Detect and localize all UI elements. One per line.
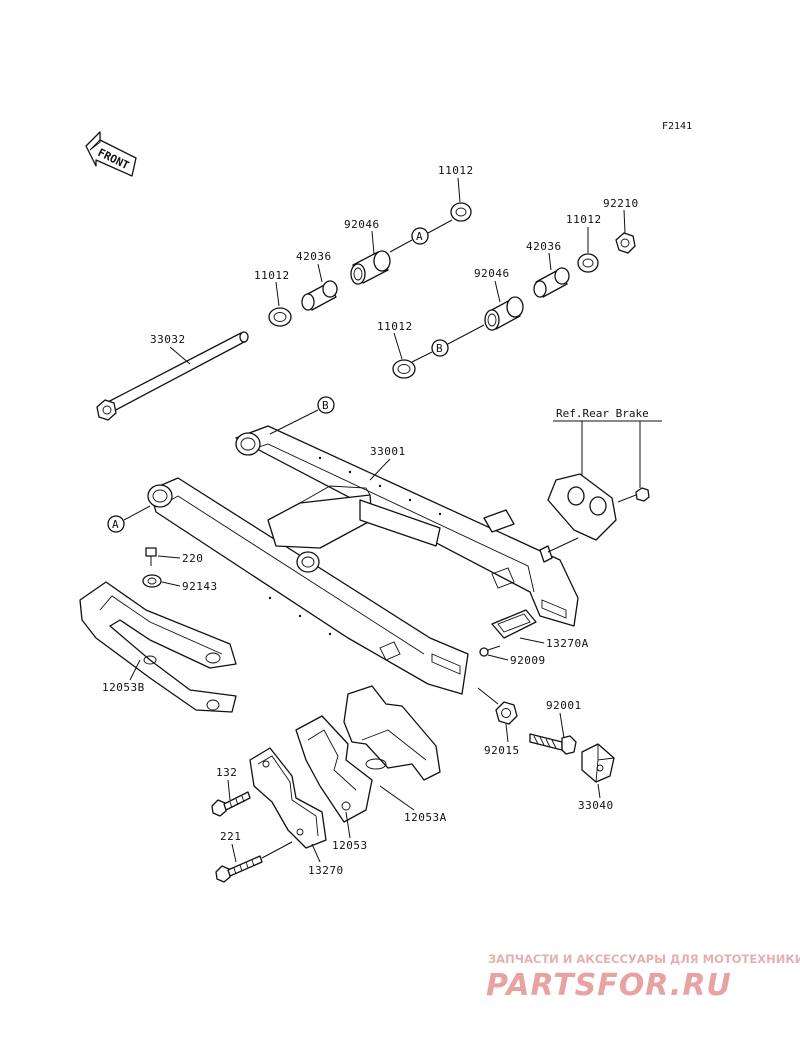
leader-92001 [559, 712, 565, 739]
label-11012-d: 11012 [377, 320, 413, 333]
oil-seal-top [450, 202, 472, 222]
leader-92015-axis [477, 687, 499, 705]
label-11012-a: 11012 [254, 269, 290, 282]
label-221: 221 [220, 830, 241, 843]
label-13270: 13270 [308, 864, 344, 877]
label-92210: 92210 [603, 197, 639, 210]
label-92009: 92009 [510, 654, 546, 667]
leader-42036-a [317, 263, 323, 283]
leader-92210 [623, 209, 626, 234]
label-92046-a: 92046 [344, 218, 380, 231]
leader-12053b [129, 659, 141, 681]
plate-13270a [491, 609, 537, 639]
oil-seal-left [268, 307, 292, 327]
needle-bearing-left [350, 250, 391, 285]
leader-42036-b [548, 252, 552, 271]
label-33032: 33032 [150, 333, 186, 346]
leader-220 [157, 555, 181, 559]
chain-guide-12053 [295, 715, 373, 823]
label-92015: 92015 [484, 744, 520, 757]
callout-b-arm-label: B [322, 399, 329, 412]
callout-a-top-label: A [416, 230, 423, 243]
sleeve-right [533, 267, 570, 298]
leader-33040 [597, 783, 601, 799]
pivot-shaft [96, 331, 249, 421]
leader-11012-b [457, 177, 461, 203]
bolt-132 [211, 791, 251, 817]
label-12053a: 12053A [404, 811, 447, 824]
swingarm [147, 425, 579, 695]
label-42036-b: 42036 [526, 240, 562, 253]
leader-13270 [311, 843, 321, 863]
callout-a-arm-label: A [112, 518, 119, 531]
watermark-logo: PARTSFOR.RU [486, 968, 732, 1003]
callout-b-arm: B [317, 396, 335, 414]
leader-221-axis [261, 841, 293, 859]
leader-callout-a-top [389, 239, 413, 253]
bolt-220 [145, 547, 157, 566]
sleeve-left [301, 280, 338, 311]
label-33040: 33040 [578, 799, 614, 812]
callout-b-mid: B [431, 339, 449, 357]
callout-b-mid-label: B [436, 342, 443, 355]
leader-92009 [487, 654, 509, 661]
leader-11012-d [393, 332, 403, 360]
collar-92143 [142, 574, 162, 588]
guide-plate-13270 [249, 747, 327, 849]
leader-callout-b-arm [269, 409, 319, 435]
leader-callout-a-arm [123, 505, 151, 521]
label-220: 220 [182, 552, 203, 565]
label-92143: 92143 [182, 580, 218, 593]
leader-221 [231, 843, 237, 863]
label-33001: 33001 [370, 445, 406, 458]
needle-bearing-right [484, 296, 524, 331]
leader-92143 [161, 581, 181, 587]
front-arrow-icon: FRONT [85, 131, 137, 177]
callout-a-top: A [411, 227, 429, 245]
chain-slider-12053b [79, 581, 237, 713]
leader-callout-b-mid-2 [411, 351, 433, 363]
label-132: 132 [216, 766, 237, 779]
nut-92015 [495, 701, 518, 725]
ref-rear-brake-label: Ref.Rear Brake [556, 407, 649, 420]
label-92046-b: 92046 [474, 267, 510, 280]
leader-33032 [169, 346, 191, 365]
label-92001: 92001 [546, 699, 582, 712]
label-12053b: 12053B [102, 681, 145, 694]
chain-guide-12053a [343, 685, 441, 781]
leader-92046-b [494, 280, 501, 303]
bolt-92001 [529, 733, 577, 755]
figure-code: F2141 [662, 121, 692, 132]
ref-line-bracket [547, 537, 579, 553]
leader-12053a [379, 785, 415, 811]
leader-33001 [369, 458, 391, 481]
callout-a-arm: A [107, 515, 125, 533]
bolt-221 [215, 855, 263, 883]
leader-92015 [505, 723, 509, 743]
leader-132 [227, 779, 231, 801]
chain-adjuster-33040 [581, 743, 615, 783]
rear-brake-bracket [547, 473, 650, 541]
label-11012-b: 11012 [438, 164, 474, 177]
leader-92046-a [371, 230, 375, 255]
label-42036-a: 42036 [296, 250, 332, 263]
oil-seal-right [577, 253, 599, 273]
label-12053: 12053 [332, 839, 368, 852]
leader-12053 [345, 811, 351, 839]
label-13270a: 13270A [546, 637, 589, 650]
leader-callout-a-top-2 [427, 219, 453, 234]
leader-11012-a [275, 281, 280, 307]
label-11012-c: 11012 [566, 213, 602, 226]
oil-seal-lower [392, 359, 416, 379]
leader-callout-b-mid [445, 324, 485, 346]
watermark-tagline: ЗАПЧАСТИ И АКСЕССУАРЫ ДЛЯ МОТОТЕХНИКИ [488, 952, 800, 966]
screw-92009 [479, 645, 501, 657]
pivot-nut [615, 232, 636, 254]
leader-13270a [519, 637, 545, 644]
